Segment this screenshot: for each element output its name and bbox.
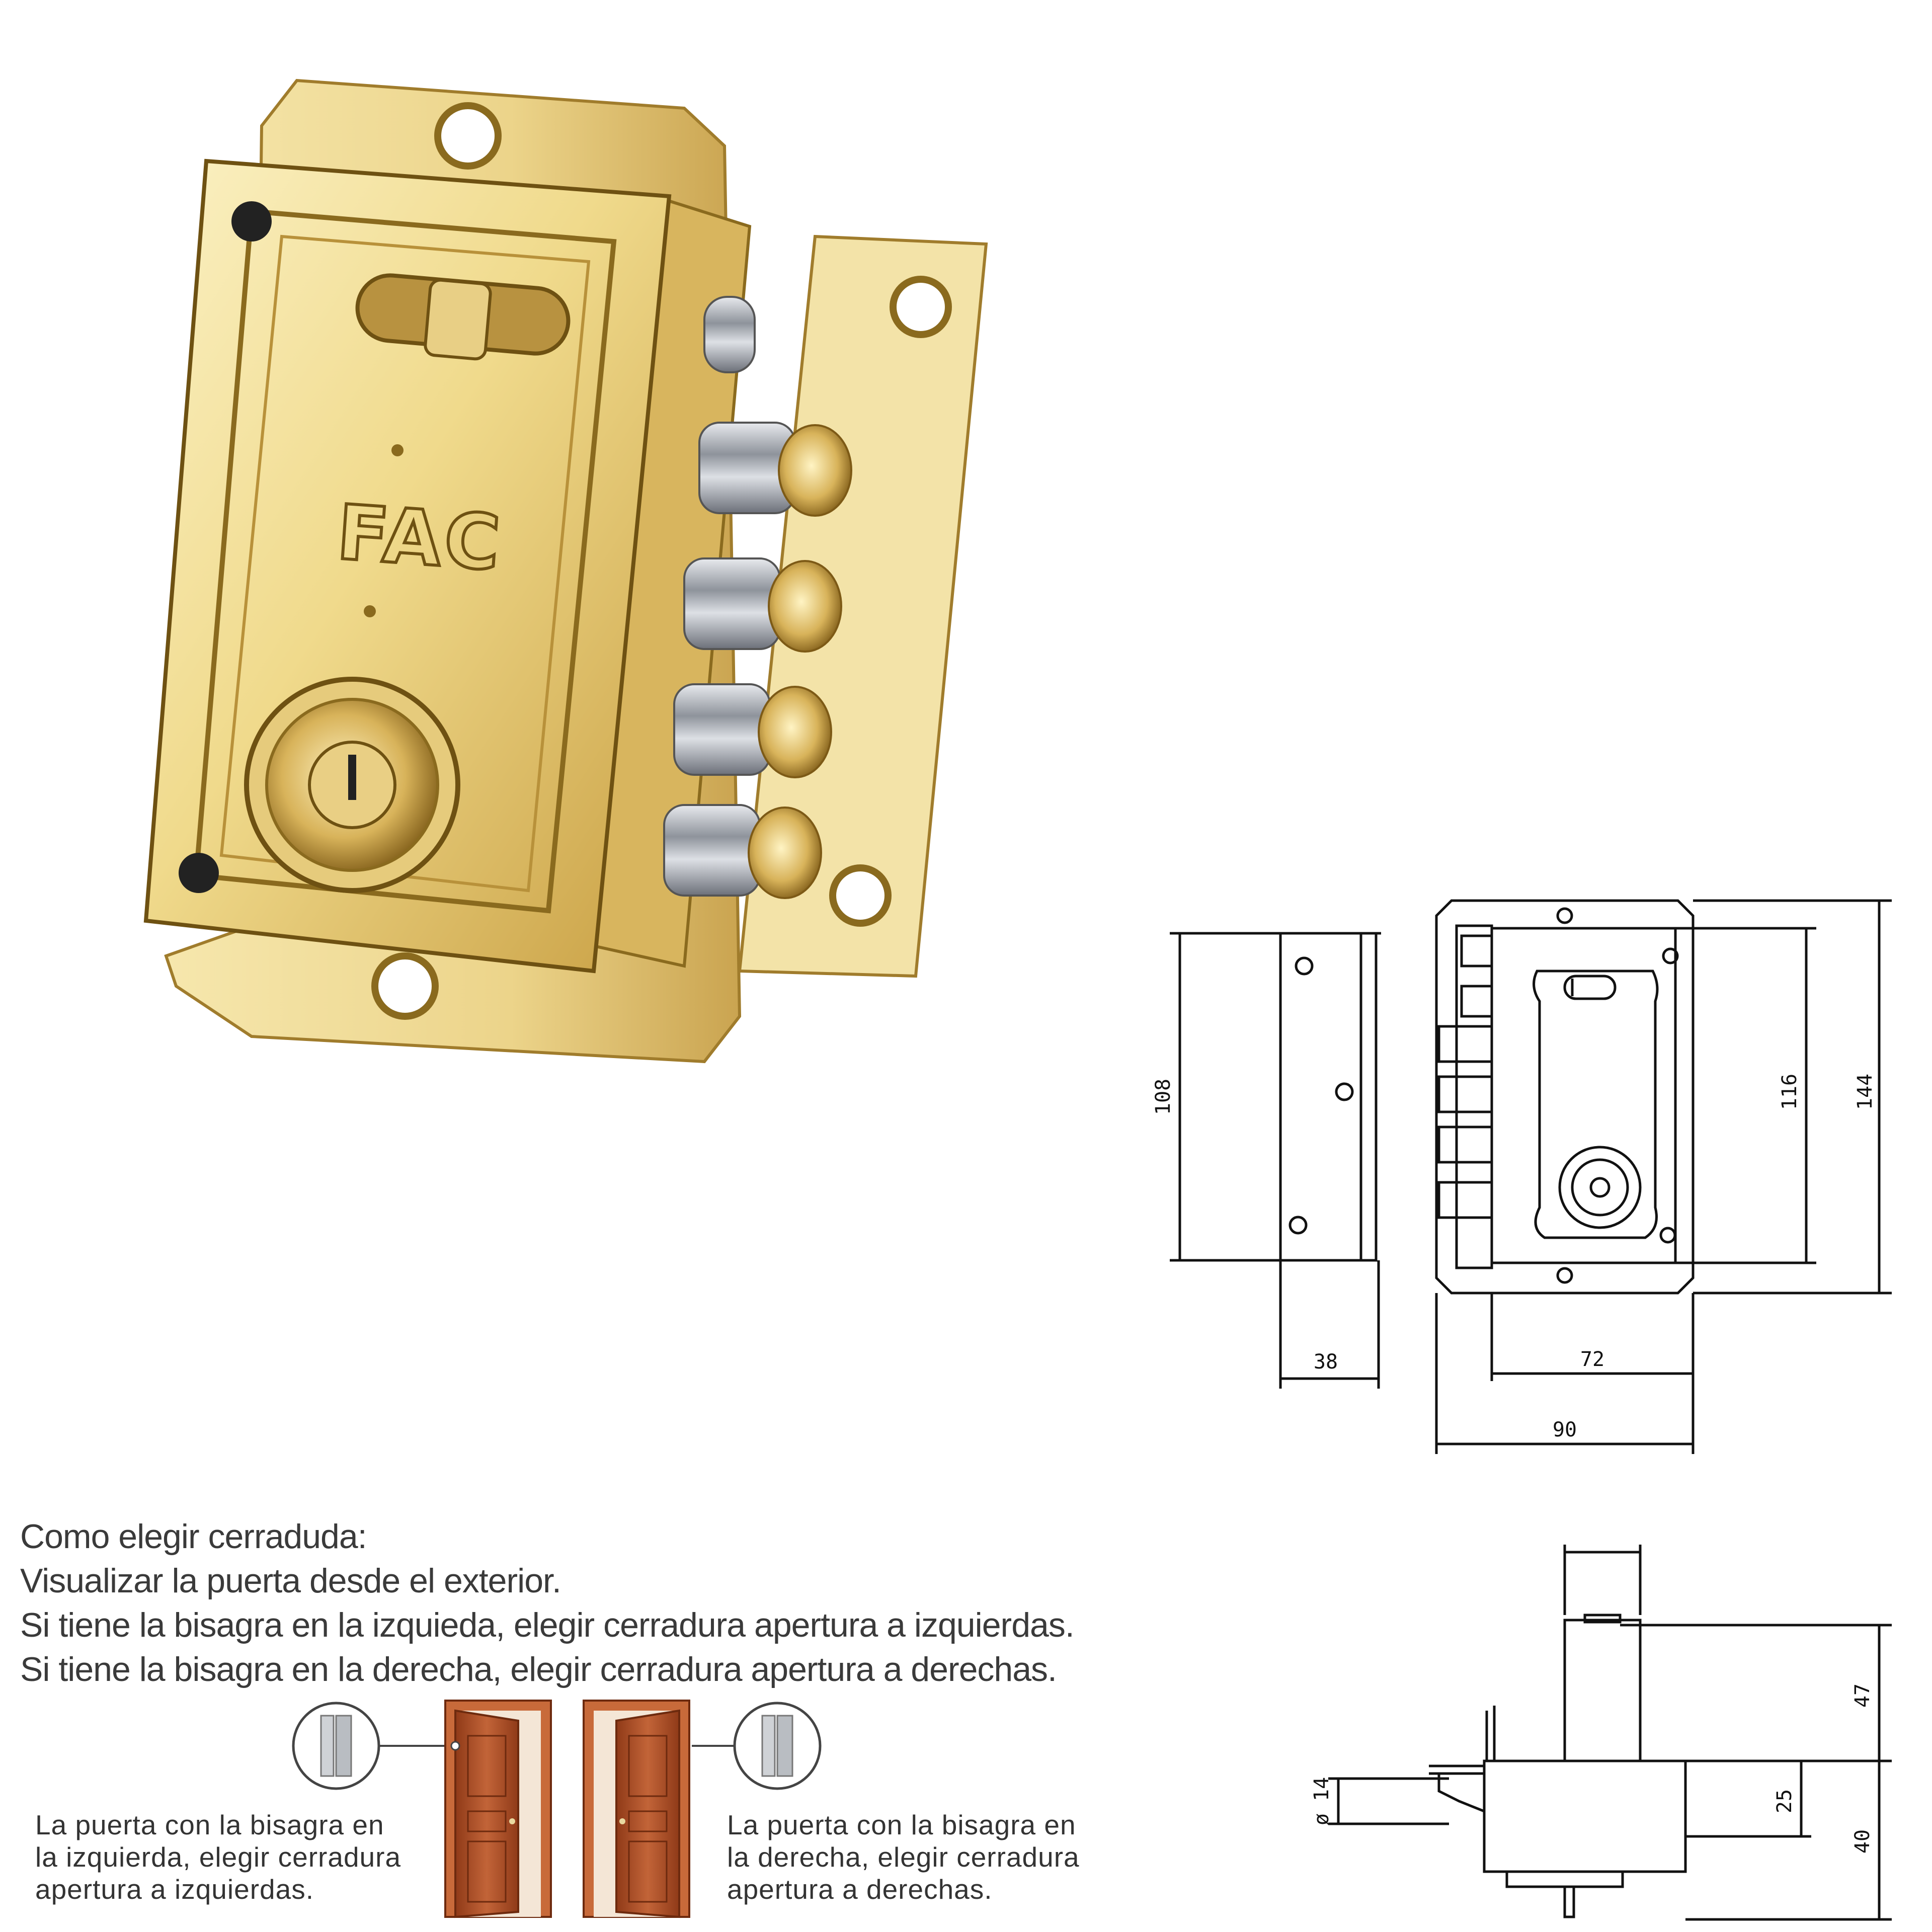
dimension-labels: 108 38 72 90 116 144 47 25 40 ø 14 — [1152, 1074, 1877, 1854]
bolt — [698, 422, 852, 517]
key-cylinder — [244, 677, 460, 893]
dim-40: 40 — [1851, 1829, 1874, 1854]
bolt — [703, 296, 756, 373]
dim-38: 38 — [1314, 1350, 1338, 1374]
keyhole-icon — [348, 755, 356, 800]
lock-front-view — [1435, 899, 1695, 1295]
howto-line-3: Si tiene la bisagra en la derecha, elegi… — [20, 1650, 1057, 1688]
lock-front-case: FAC — [143, 158, 672, 974]
dim-72: 72 — [1580, 1348, 1604, 1371]
screw-hole — [890, 276, 952, 338]
dim-25: 25 — [1773, 1789, 1796, 1813]
dim-144: 144 — [1854, 1074, 1877, 1110]
screw-hole — [829, 864, 892, 927]
bolt — [663, 804, 822, 899]
corner-screw — [231, 201, 272, 242]
caption-line: apertura a izquierdas. — [35, 1874, 314, 1905]
howto-line-1: Visualizar la puerta desde el exterior. — [20, 1562, 561, 1600]
hinge-icon — [292, 1702, 455, 1790]
caption-line: La puerta con la bisagra en — [35, 1809, 384, 1840]
caption-line: la izquierda, elegir cerradura — [35, 1841, 401, 1873]
corner-screw — [179, 853, 219, 893]
hinge-icon — [692, 1702, 822, 1790]
brand-logo: FAC — [334, 489, 506, 588]
left-door-caption: La puerta con la bisagra en la izquierda… — [35, 1809, 401, 1905]
strike-side-view — [1279, 932, 1381, 1262]
howto-block: Como elegir cerraduda: Visualizar la pue… — [20, 1514, 1177, 1692]
screw-hole — [434, 102, 502, 170]
dim-90: 90 — [1553, 1418, 1577, 1441]
caption-line: La puerta con la bisagra en — [727, 1809, 1076, 1840]
dim-14: ø 14 — [1310, 1777, 1333, 1825]
dim-116: 116 — [1778, 1074, 1801, 1110]
caption-line: la derecha, elegir cerradura — [727, 1841, 1080, 1873]
right-door-caption: La puerta con la bisagra en la derecha, … — [727, 1809, 1080, 1905]
bolt — [673, 683, 832, 778]
bolt — [683, 557, 842, 653]
lock-side-section — [1429, 1614, 1687, 1918]
door-hinge-right — [583, 1700, 690, 1918]
howto-line-2: Si tiene la bisagra en la izquieda, eleg… — [20, 1606, 1075, 1644]
screw-hole — [371, 952, 439, 1020]
howto-title: Como elegir cerraduda: — [20, 1517, 367, 1556]
caption-line: apertura a derechas. — [727, 1874, 993, 1905]
slide-latch — [355, 273, 571, 361]
dim-108: 108 — [1152, 1079, 1175, 1115]
bolt-group — [663, 296, 852, 899]
door-hinge-left — [444, 1700, 552, 1918]
dim-47: 47 — [1851, 1683, 1874, 1708]
